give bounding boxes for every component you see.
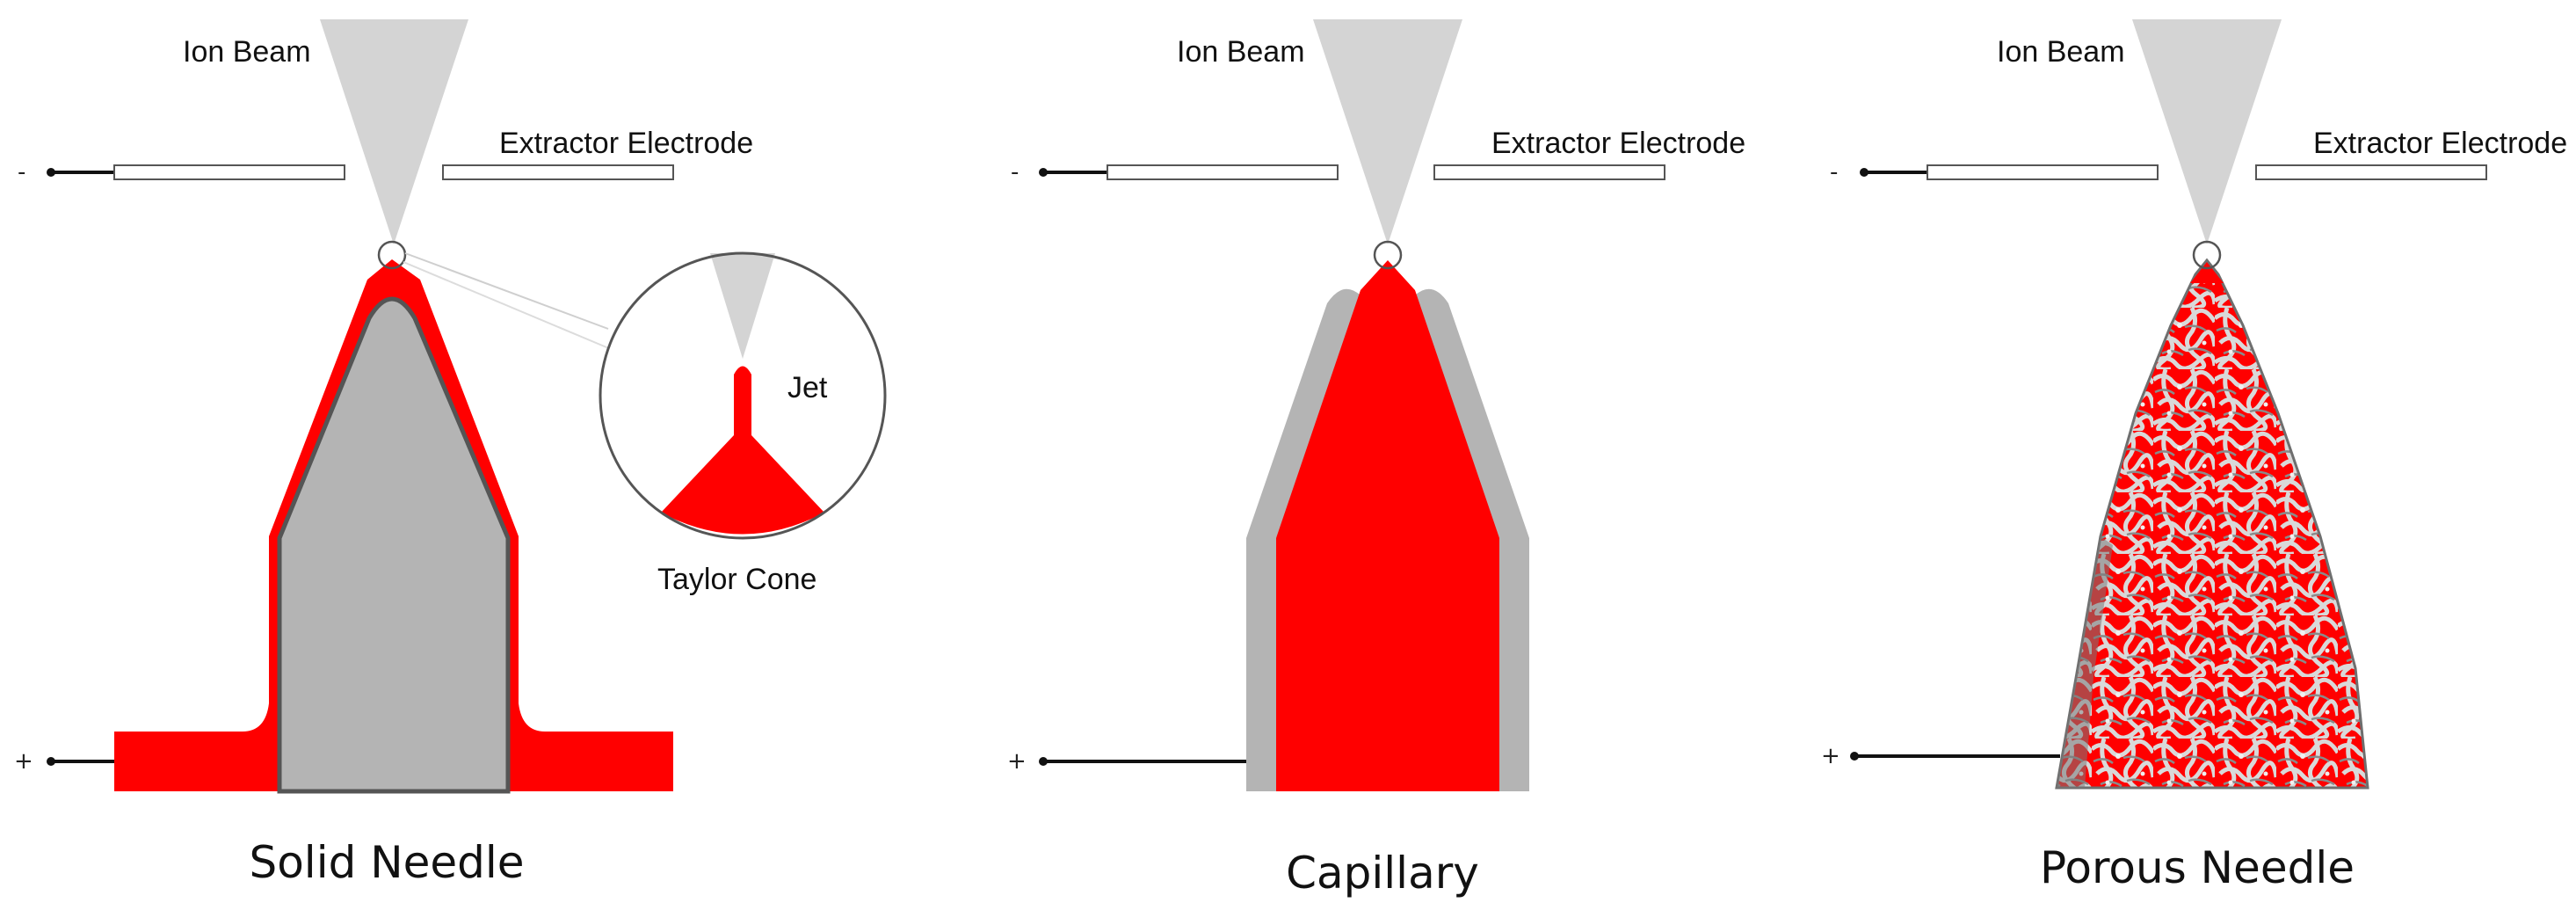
porous-needle-body (2055, 258, 2369, 790)
ion-beam-cone (2132, 19, 2282, 244)
plus-terminal-label: + (14, 748, 33, 775)
capillary-liquid-core (1276, 260, 1499, 791)
plus-terminal-label: + (1821, 743, 1840, 769)
negative-terminal-dot (1039, 168, 1048, 177)
panel-solid-needle: Ion Beam - Extractor Electrode Jet Taylo… (14, 19, 887, 888)
taylor-cone-inset: Jet Taylor Cone (599, 251, 887, 596)
apex-marker-circle (2192, 240, 2222, 270)
extractor-electrode-label: Extractor Electrode (2313, 127, 2567, 160)
minus-terminal-label: - (1830, 159, 1838, 186)
positive-terminal-dot (1039, 757, 1048, 766)
minus-terminal-label: - (1011, 159, 1019, 186)
extractor-electrode-left (113, 164, 345, 180)
taylor-cone-shape (661, 366, 824, 535)
extractor-electrode-right (442, 164, 674, 180)
extractor-electrode-right (1433, 164, 1665, 180)
ion-beam-label: Ion Beam (1997, 35, 2125, 69)
porous-apex-liquid (2190, 262, 2224, 283)
ion-beam-label: Ion Beam (183, 35, 311, 69)
ion-beam-cone (320, 19, 468, 244)
panel-title-solid-needle: Solid Needle (249, 837, 524, 888)
taylor-cone-label: Taylor Cone (657, 563, 816, 596)
apex-marker-circle (1373, 240, 1403, 270)
extractor-electrode-left (1927, 164, 2159, 180)
solid-needle-shank (277, 296, 511, 794)
negative-terminal-dot (1860, 168, 1869, 177)
inset-beam-cone (710, 253, 775, 359)
panel-porous-needle: Ion Beam - Extractor Electrode + Porous … (1821, 19, 2567, 893)
zoom-guide-line-lower (403, 261, 618, 353)
panel-capillary: Ion Beam - Extractor Electrode + Capilla… (1007, 19, 1745, 899)
panel-title-capillary: Capillary (1286, 848, 1479, 899)
positive-terminal-dot (1850, 752, 1859, 761)
inset-frame-circle (599, 251, 887, 540)
extractor-electrode-label: Extractor Electrode (1491, 127, 1745, 160)
ion-beam-cone (1313, 19, 1462, 244)
panel-title-porous-needle: Porous Needle (2040, 842, 2355, 893)
ion-beam-label: Ion Beam (1177, 35, 1305, 69)
negative-terminal-dot (47, 168, 55, 177)
extractor-electrode-right (2255, 164, 2487, 180)
porous-needle-shadow-edge (2057, 536, 2113, 788)
positive-terminal-dot (47, 757, 55, 766)
apex-marker-circle (377, 240, 407, 270)
jet-label: Jet (787, 371, 828, 404)
plus-terminal-label: + (1007, 748, 1027, 775)
minus-terminal-label: - (18, 159, 25, 186)
extractor-electrode-left (1107, 164, 1339, 180)
extractor-electrode-label: Extractor Electrode (499, 127, 753, 160)
zoom-guide-line-upper (404, 252, 609, 330)
